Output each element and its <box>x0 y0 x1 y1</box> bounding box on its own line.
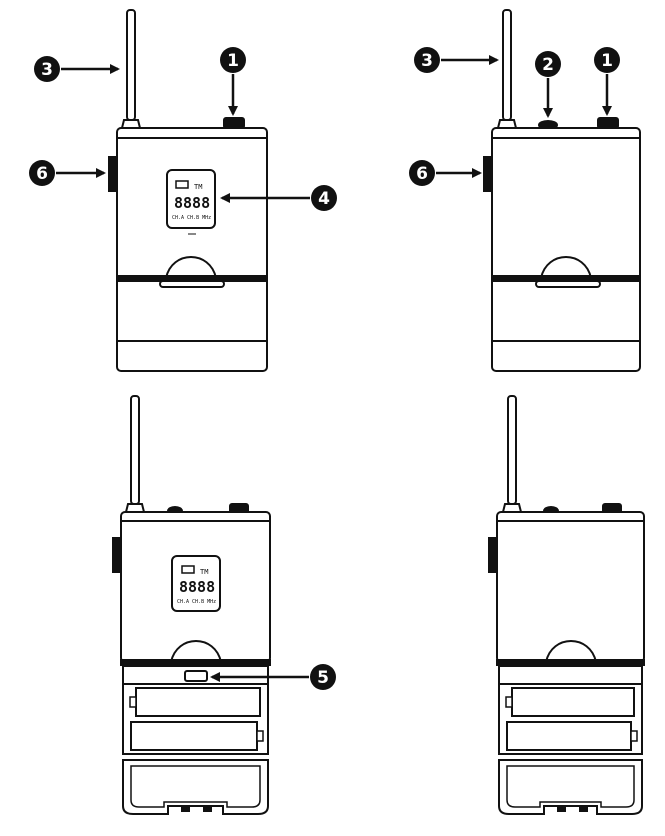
battery-cell <box>511 687 635 717</box>
lcd-tag: TM <box>200 568 208 576</box>
clip-band <box>496 659 645 666</box>
back-view-transmitter <box>483 9 641 372</box>
callout-3-front: 3 <box>34 56 120 82</box>
front-view-transmitter: TM 8888 CH.A CH.B MHz <box>108 9 268 372</box>
body-upper <box>496 511 645 663</box>
callout-number: 6 <box>416 164 428 184</box>
lcd-digits: 8888 <box>179 578 215 596</box>
callout-number: 1 <box>601 51 613 71</box>
power-button <box>597 117 619 129</box>
clip-dome <box>170 640 222 663</box>
battery-cell <box>130 721 258 751</box>
clip-dome <box>165 256 217 279</box>
side-jack <box>483 156 493 192</box>
lcd-digits: 8888 <box>174 194 210 212</box>
lcd-display: TM 8888 CH.A CH.B MHz <box>166 169 216 229</box>
body <box>116 127 268 372</box>
callout-3-back: 3 <box>414 47 499 73</box>
callout-number: 1 <box>227 51 239 71</box>
callout-1-front: 1 <box>220 47 246 116</box>
callout-4: 4 <box>220 185 337 211</box>
callout-badge <box>414 47 440 73</box>
callout-6-front: 6 <box>29 160 106 186</box>
callout-2: 2 <box>535 51 561 118</box>
battery-door <box>122 759 269 815</box>
power-button <box>223 117 245 129</box>
callout-badge <box>220 47 246 73</box>
switch-slot <box>184 670 208 682</box>
body <box>491 127 641 372</box>
lcd-tag: TM <box>194 183 202 191</box>
callout-6-back: 6 <box>409 160 482 186</box>
callout-number: 3 <box>421 51 433 71</box>
callout-number: 2 <box>542 55 554 75</box>
battery-cell <box>135 687 261 717</box>
side-jack <box>112 537 122 573</box>
callout-number: 6 <box>36 164 48 184</box>
antenna <box>130 395 140 505</box>
back-open-view-transmitter <box>488 395 645 815</box>
antenna-base <box>124 503 146 513</box>
clip-band <box>120 659 271 666</box>
side-jack <box>108 156 118 192</box>
antenna-base <box>496 119 518 129</box>
callout-number: 4 <box>318 189 330 209</box>
antenna <box>126 9 136 121</box>
battery-cell <box>506 721 632 751</box>
callout-badge <box>535 51 561 77</box>
callout-badge <box>34 56 60 82</box>
callout-1-back: 1 <box>594 47 620 116</box>
lcd-display: TM 8888 CH.A CH.B MHz <box>171 555 221 612</box>
callout-number: 5 <box>317 668 329 688</box>
clip-dome <box>545 640 597 663</box>
antenna-base <box>120 119 142 129</box>
battery-door <box>498 759 643 815</box>
side-jack <box>488 537 498 573</box>
clip-dome <box>540 256 592 279</box>
lcd-bottom-line: CH.A CH.B MHz <box>172 215 211 221</box>
lcd-bottom-line: CH.A CH.B MHz <box>177 599 216 605</box>
callout-badge <box>311 185 337 211</box>
callout-5: 5 <box>210 664 336 690</box>
front-open-view-transmitter: TM 8888 CH.A CH.B MHz <box>112 395 271 815</box>
callout-badge <box>594 47 620 73</box>
antenna-base <box>501 503 523 513</box>
callout-number: 3 <box>41 60 53 80</box>
callout-badge <box>409 160 435 186</box>
antenna <box>507 395 517 505</box>
antenna <box>502 9 512 121</box>
callout-badge <box>310 664 336 690</box>
callout-badge <box>29 160 55 186</box>
